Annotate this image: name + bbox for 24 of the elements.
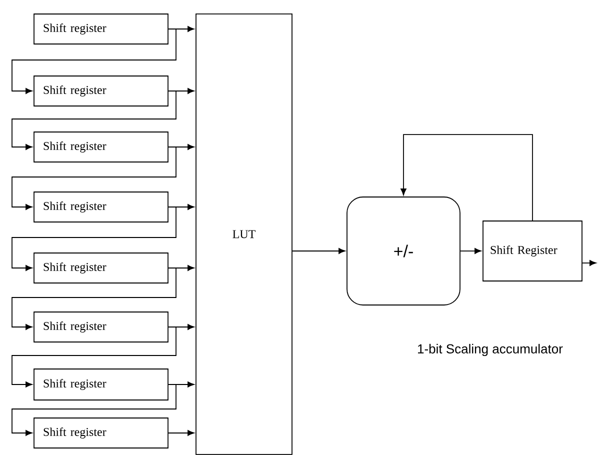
register-box: Shift register bbox=[34, 312, 168, 342]
arrow bbox=[12, 326, 176, 388]
arrow bbox=[12, 206, 176, 271]
register-box: Shift Register bbox=[482, 220, 582, 282]
register-box: Shift register bbox=[34, 132, 168, 162]
lut-box: LUT bbox=[196, 14, 292, 455]
register-box: Shift register bbox=[34, 368, 168, 400]
register-box: Shift register bbox=[34, 76, 168, 106]
adder-block: +/- bbox=[346, 196, 460, 306]
arrow bbox=[12, 28, 176, 94]
arrow bbox=[12, 268, 176, 330]
arrow bbox=[292, 248, 346, 254]
arrow bbox=[582, 260, 596, 266]
arrow bbox=[12, 384, 176, 436]
arrow bbox=[12, 146, 176, 210]
arrow bbox=[460, 248, 482, 254]
register-box: Shift register bbox=[34, 418, 168, 448]
register-box: Shift register bbox=[34, 192, 168, 222]
caption-text: 1-bit Scaling accumulator bbox=[418, 344, 563, 356]
arrow bbox=[168, 430, 194, 436]
register-box: Shift register bbox=[34, 14, 168, 44]
arrow bbox=[400, 134, 533, 221]
arrow bbox=[12, 90, 176, 150]
register-box: Shift register bbox=[34, 252, 168, 284]
